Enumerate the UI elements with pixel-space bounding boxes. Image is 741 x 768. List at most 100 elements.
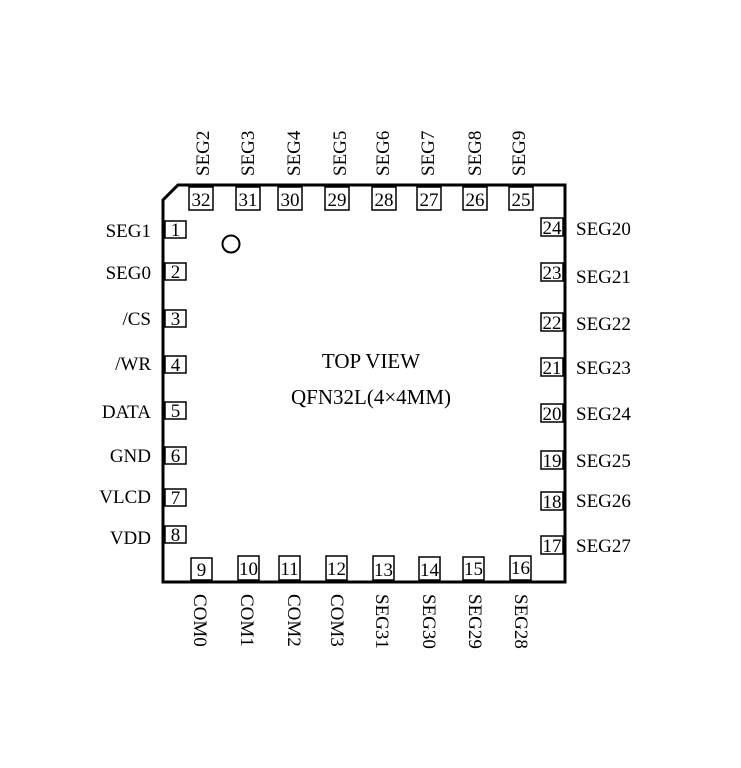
pin-number: 2 — [171, 262, 181, 283]
pin-24: 24 SEG20 — [540, 217, 631, 240]
pin-26: 26 SEG8 — [462, 131, 488, 211]
package-type-label: QFN32L(4×4MM) — [291, 385, 451, 409]
pin-8: 8 VDD — [110, 525, 187, 549]
pin-pad — [164, 262, 187, 281]
pin-name: COM3 — [326, 594, 347, 647]
pin-name: SEG4 — [284, 130, 305, 176]
pin-name: SEG3 — [238, 131, 259, 176]
pin-pad — [190, 557, 213, 581]
pin-name: SEG25 — [576, 451, 631, 472]
pin-pad — [324, 186, 350, 211]
pin-2: 2 SEG0 — [106, 262, 187, 284]
pin-pad — [540, 450, 564, 470]
pin-number: 20 — [543, 404, 562, 425]
pin-pad — [164, 309, 187, 328]
pin-23: 23 SEG21 — [540, 262, 631, 288]
pin-name: SEG20 — [576, 219, 631, 240]
pin-number: 12 — [327, 559, 346, 580]
pin-number: 18 — [543, 492, 562, 513]
pin-17: 17 SEG27 — [540, 535, 631, 557]
pin-number: 14 — [420, 560, 440, 581]
pin-pad — [508, 186, 534, 211]
pin-number: 7 — [171, 488, 181, 509]
pin-number: 3 — [171, 309, 181, 330]
pin-pad — [540, 357, 564, 377]
pin-name: SEG24 — [576, 404, 631, 425]
pin-pad — [418, 556, 441, 581]
pin-name: SEG2 — [193, 131, 214, 176]
pin-pad — [540, 535, 564, 555]
pin-pad — [164, 355, 187, 374]
pin-number: 29 — [328, 190, 347, 211]
pin-number: 10 — [239, 559, 258, 580]
pin-30: 30 SEG4 — [277, 130, 305, 211]
pin-name: SEG26 — [576, 491, 631, 512]
pin-number: 5 — [171, 401, 181, 422]
pin-pad — [540, 217, 564, 237]
pin-name: SEG0 — [106, 263, 151, 284]
pin-name: DATA — [102, 402, 151, 423]
pin-number: 22 — [543, 313, 562, 334]
pin-name: COM1 — [236, 594, 257, 647]
pin-name: COM0 — [189, 594, 210, 647]
pin-29: 29 SEG5 — [324, 131, 351, 211]
pin-number: 8 — [171, 525, 181, 546]
pin-20: 20 SEG24 — [540, 403, 631, 425]
pin-name: SEG28 — [510, 594, 531, 649]
pin-12: 12 COM3 — [325, 555, 348, 647]
pin-9: 9 COM0 — [189, 557, 213, 647]
pin-name: /CS — [122, 309, 151, 330]
package-outline — [161, 183, 567, 584]
pin-number: 16 — [511, 558, 530, 579]
pin-25: 25 SEG9 — [508, 131, 534, 211]
pin-6: 6 GND — [110, 446, 187, 467]
pin-1: 1 SEG1 — [106, 220, 187, 242]
pin-3: 3 /CS — [122, 309, 187, 330]
top-pin-group: 25 SEG9 26 SEG8 27 SEG7 28 SEG6 29 SEG5 … — [188, 130, 534, 211]
pin-pad — [237, 555, 260, 581]
pin-number: 13 — [374, 560, 393, 581]
pin-27: 27 SEG7 — [416, 131, 442, 211]
pin-name: SEG9 — [509, 131, 530, 176]
pin-number: 17 — [543, 536, 562, 557]
pin-16: 16 SEG28 — [509, 555, 532, 649]
pin-15: 15 SEG29 — [462, 556, 485, 649]
pin-name: SEG1 — [106, 221, 151, 242]
pin-number: 6 — [171, 446, 181, 467]
pin-32: 32 SEG2 — [188, 131, 214, 211]
pin-number: 11 — [280, 559, 298, 580]
pin-pad — [462, 556, 485, 581]
pin-pad — [188, 186, 214, 211]
pin-10: 10 COM1 — [236, 555, 260, 647]
pin-18: 18 SEG26 — [540, 491, 631, 513]
pin-pad — [540, 403, 564, 423]
pin-number: 30 — [281, 190, 300, 211]
pin-number: 26 — [466, 190, 485, 211]
pin-name: SEG5 — [330, 131, 351, 176]
pin-pad — [164, 525, 187, 544]
package-view-label: TOP VIEW — [322, 349, 420, 373]
pin-pad — [416, 186, 442, 211]
pin-pad — [235, 186, 261, 211]
pin-7: 7 VLCD — [99, 487, 187, 509]
pin-name: COM2 — [283, 594, 304, 647]
pin-number: 21 — [543, 358, 562, 379]
pin-number: 28 — [375, 190, 394, 211]
pin-13: 13 SEG31 — [371, 555, 395, 649]
pin-number: 24 — [543, 218, 563, 239]
pin-14: 14 SEG30 — [418, 556, 441, 649]
pin-number: 19 — [543, 451, 562, 472]
pin-pad — [540, 312, 564, 332]
pin-number: 4 — [171, 355, 181, 376]
pin-pad — [462, 186, 488, 211]
pin-name: SEG6 — [373, 131, 394, 176]
pin-number: 1 — [171, 220, 181, 241]
pin-name: SEG21 — [576, 267, 631, 288]
pin-name: VLCD — [99, 487, 151, 508]
pin-name: SEG31 — [371, 594, 392, 649]
pin-pad — [540, 491, 564, 511]
pin-number: 15 — [464, 559, 483, 580]
pin-4: 4 /WR — [115, 354, 187, 376]
pin-pad — [540, 262, 564, 282]
